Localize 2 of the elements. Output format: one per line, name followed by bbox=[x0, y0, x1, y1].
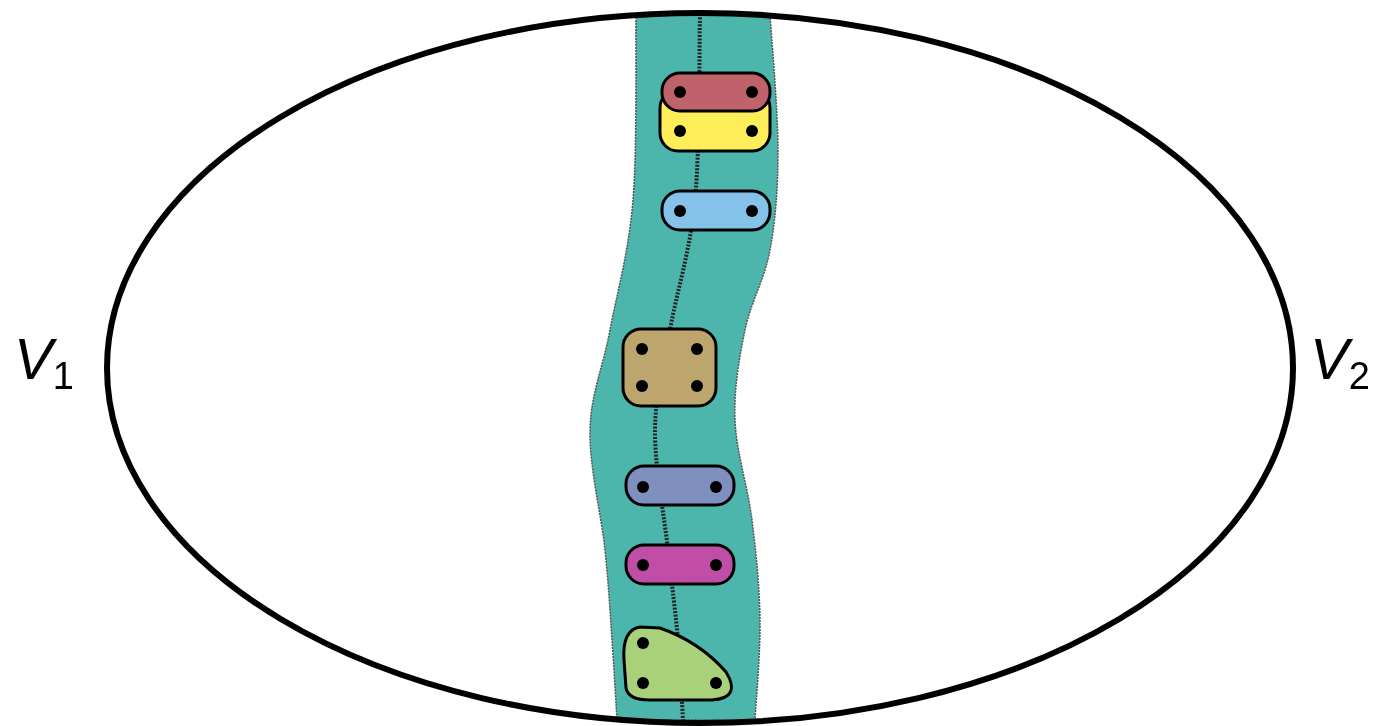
vertex-set-label: V$_{1}$ bbox=[14, 330, 74, 395]
vertex-set-label: V$_{2}$ bbox=[1310, 330, 1370, 395]
